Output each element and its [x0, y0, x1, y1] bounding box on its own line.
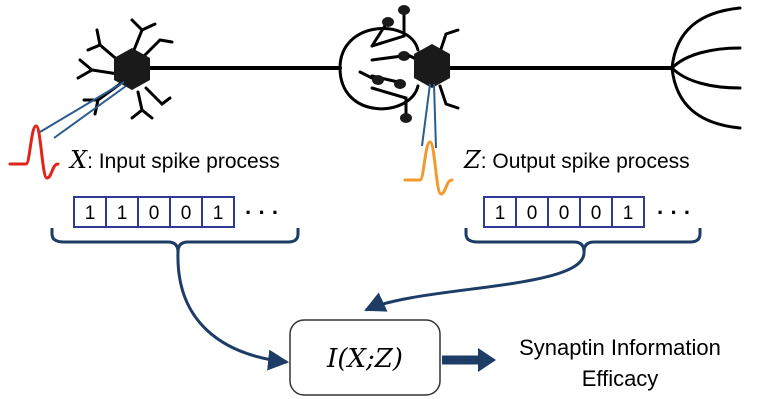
output-label-text: : Output spike process: [481, 150, 690, 173]
output-bit-cell: [547, 196, 581, 228]
output-brace: [464, 228, 702, 253]
mutual-information-box: [289, 319, 441, 396]
output-bit-value: 0: [527, 203, 538, 224]
output-bit-value: 1: [623, 203, 634, 224]
result-arrow-head: [478, 348, 496, 372]
output-bit-value: 0: [559, 203, 570, 224]
output-bit-value: 1: [495, 203, 506, 224]
input-bit-value: 0: [149, 203, 160, 224]
input-bit-value: 1: [85, 203, 96, 224]
input-ellipsis: · · ·: [245, 200, 279, 225]
input-bit-value: 1: [117, 203, 128, 224]
input-symbol: X: [68, 146, 88, 174]
output-process-label: Z: Output spike process: [463, 146, 690, 174]
output-symbol: Z: [463, 146, 482, 174]
presynaptic-soma: [114, 48, 150, 90]
mutual-information-label: I(X;Z): [326, 344, 403, 374]
input-label-text: : Input spike process: [87, 150, 280, 173]
output-bit-cell: [611, 196, 645, 228]
output-bit-cell: [579, 196, 613, 228]
input-spike-waveform: [8, 124, 60, 180]
input-bit-cell: [73, 196, 107, 228]
input-recording-probe: [39, 81, 127, 139]
input-bit-cell: [105, 196, 139, 228]
synaptic-boutons: [372, 5, 412, 123]
input-bit-value: 1: [213, 203, 224, 224]
result-label-line1: Synaptin Information: [519, 335, 721, 360]
output-ellipsis: · · ·: [657, 200, 691, 225]
output-spike-waveform: [403, 140, 454, 196]
output-recording-probe: [421, 83, 437, 149]
presynaptic-neuron: [76, 10, 420, 120]
input-brace: [50, 228, 300, 253]
output-to-mi-arrow: [364, 251, 586, 312]
postsynaptic-neuron: [408, 6, 742, 130]
postsynaptic-soma: [414, 44, 450, 88]
input-bit-value: 0: [181, 203, 192, 224]
input-bit-cell: [201, 196, 235, 228]
output-bit-value: 0: [591, 203, 602, 224]
result-label-line2: Efficacy: [582, 366, 659, 391]
input-to-mi-arrow: [176, 251, 290, 371]
input-bit-cell: [169, 196, 203, 228]
input-process-label: X: Input spike process: [68, 146, 280, 174]
